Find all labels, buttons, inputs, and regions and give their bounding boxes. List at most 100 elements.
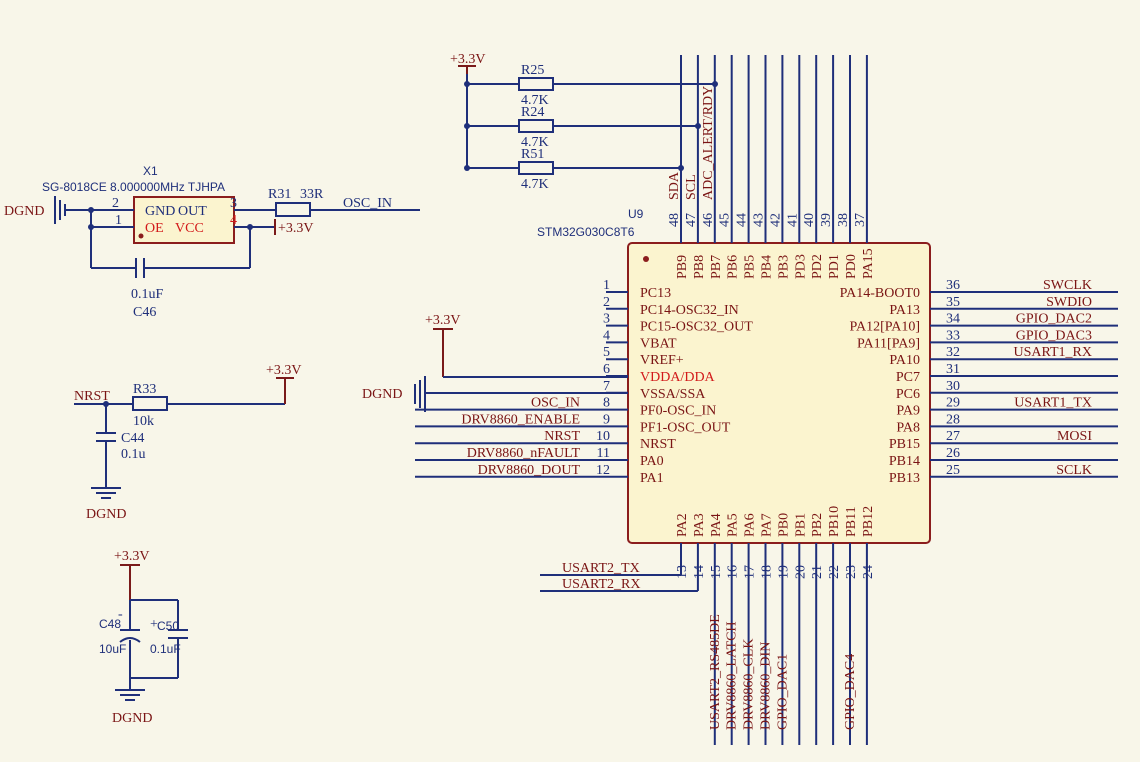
net-19-label: GPIO_DAC1 [775,654,790,730]
pin-32-number: 32 [946,345,960,360]
pullup-value-R24: 4.7K [521,135,549,150]
pin-36-name: PA14-BOOT0 [840,286,920,301]
pin-30-number: 30 [946,379,960,394]
pin-6-name: VDDA/DDA [640,370,716,385]
net-29-label: USART1_TX [1014,396,1092,411]
pin-15-name: PA4 [709,513,724,537]
pin-44-number: 44 [735,213,750,227]
pin-43-number: 43 [752,213,767,227]
oscillator-block: X1 SG-8018CE 8.000000MHz TJHPA GND OUT O… [4,164,420,320]
c46-ref: C46 [133,305,156,320]
net-11-label: DRV8860_nFAULT [467,446,581,461]
net-25-label: SCLK [1056,463,1092,478]
c50-ref: C50 [157,619,179,633]
pin-34-number: 34 [946,312,960,327]
net-46-label: ADC_ALERT/RDY [701,86,716,200]
pin-29-number: 29 [946,396,960,411]
c48-value: 10uF [99,642,126,656]
pin-30-name: PC6 [896,387,920,402]
r31-value: 33R [300,187,324,202]
pin-3-name: PC15-OSC32_OUT [640,320,753,335]
pin-18-number: 18 [760,565,775,579]
pin-31-name: PC7 [896,370,920,385]
osc-pin-out: OUT [178,204,207,219]
pin-14-number: 14 [692,565,707,579]
pin-10-name: NRST [640,437,676,452]
pin-16-number: 16 [726,565,741,579]
r33-value: 10k [133,414,154,429]
r31-ref: R31 [268,187,291,202]
osc-vcc-label: +3.3V [278,221,314,236]
pin-31-number: 31 [946,362,960,377]
pin-6-number: 6 [603,362,610,377]
osc-ref: X1 [143,164,158,178]
pin-10-number: 10 [596,429,610,444]
net-27-label: MOSI [1057,429,1092,444]
pullup-resistor-R51[interactable] [518,161,554,175]
pin-47-name: PB8 [692,255,707,279]
pin-26-name: PB14 [889,454,920,469]
pullup-value-R51: 4.7K [521,177,549,192]
pin-37-number: 37 [853,213,868,227]
net-47-label: SCL [684,174,699,200]
pin-12-name: PA1 [640,471,664,486]
pin-37-name: PA15 [861,248,876,279]
mcu-part: STM32G030C8T6 [537,225,635,239]
pullup-ref-R25: R25 [521,63,544,78]
pin-9-number: 9 [603,412,610,427]
pin-7-number: 7 [603,379,610,394]
c48-plus: + [150,617,158,632]
pin-34-name: PA12[PA10] [849,320,920,335]
pin-44-name: PB5 [743,255,758,279]
pin-13-number: 13 [675,565,690,579]
pin-46-number: 46 [701,213,716,227]
pin-20-name: PB1 [793,513,808,537]
reset-gnd-label: DGND [86,507,126,522]
pin-7-name: VSSA/SSA [640,387,706,402]
pin-28-number: 28 [946,412,960,427]
osc-pin-oe: OE [145,221,164,236]
pin-14-name: PA3 [692,513,707,537]
net-12-label: DRV8860_DOUT [478,463,581,478]
net-16-label: DRV8860_LATCH [725,621,740,730]
osc-body[interactable] [133,196,235,244]
pin-17-name: PA6 [743,513,758,537]
pin-42-number: 42 [768,213,783,227]
pin-21-number: 21 [810,565,825,579]
pin-23-name: PB11 [844,506,859,537]
pin-1-number: 1 [603,278,610,293]
pin1-marker [643,256,649,262]
net-14-label: USART2_RX [562,577,641,592]
pin-2-name: PC14-OSC32_IN [640,303,739,318]
net-34-label: GPIO_DAC2 [1016,312,1092,327]
pin-43-name: PB4 [760,255,775,279]
pin-25-name: PB13 [889,471,920,486]
pin-40-number: 40 [802,213,817,227]
net-18-label: DRV8860_DIN [759,642,774,730]
net-35-label: SWDIO [1046,295,1092,310]
pullup-resistor-R25[interactable] [518,77,554,91]
osc-num-gnd: 2 [112,196,119,211]
pin-15-number: 15 [709,565,724,579]
pullup-resistor-R24[interactable] [518,119,554,133]
osc-pin-vcc: VCC [175,221,204,236]
net-9-label: DRV8860_ENABLE [461,412,580,427]
net-23-label: GPIO_DAC4 [843,654,858,730]
pin-26-number: 26 [946,446,960,461]
pin-46-name: PB7 [709,255,724,279]
pin-20-number: 20 [793,565,808,579]
pin-32-name: PA10 [889,353,920,368]
pin-48-name: PB9 [675,255,690,279]
net-36-label: SWCLK [1043,278,1092,293]
r33-ref: R33 [133,382,156,397]
net-13-label: USART2_TX [562,561,640,576]
osc-num-vcc: 4 [230,213,237,228]
osc-num-oe: 1 [115,213,122,228]
pin-12-number: 12 [596,463,610,478]
pin-39-number: 39 [819,213,834,227]
pin-21-name: PB2 [810,513,825,537]
pin-2-number: 2 [603,295,610,310]
pullup-supply-label: +3.3V [450,52,486,67]
net-32-label: USART1_RX [1013,345,1092,360]
